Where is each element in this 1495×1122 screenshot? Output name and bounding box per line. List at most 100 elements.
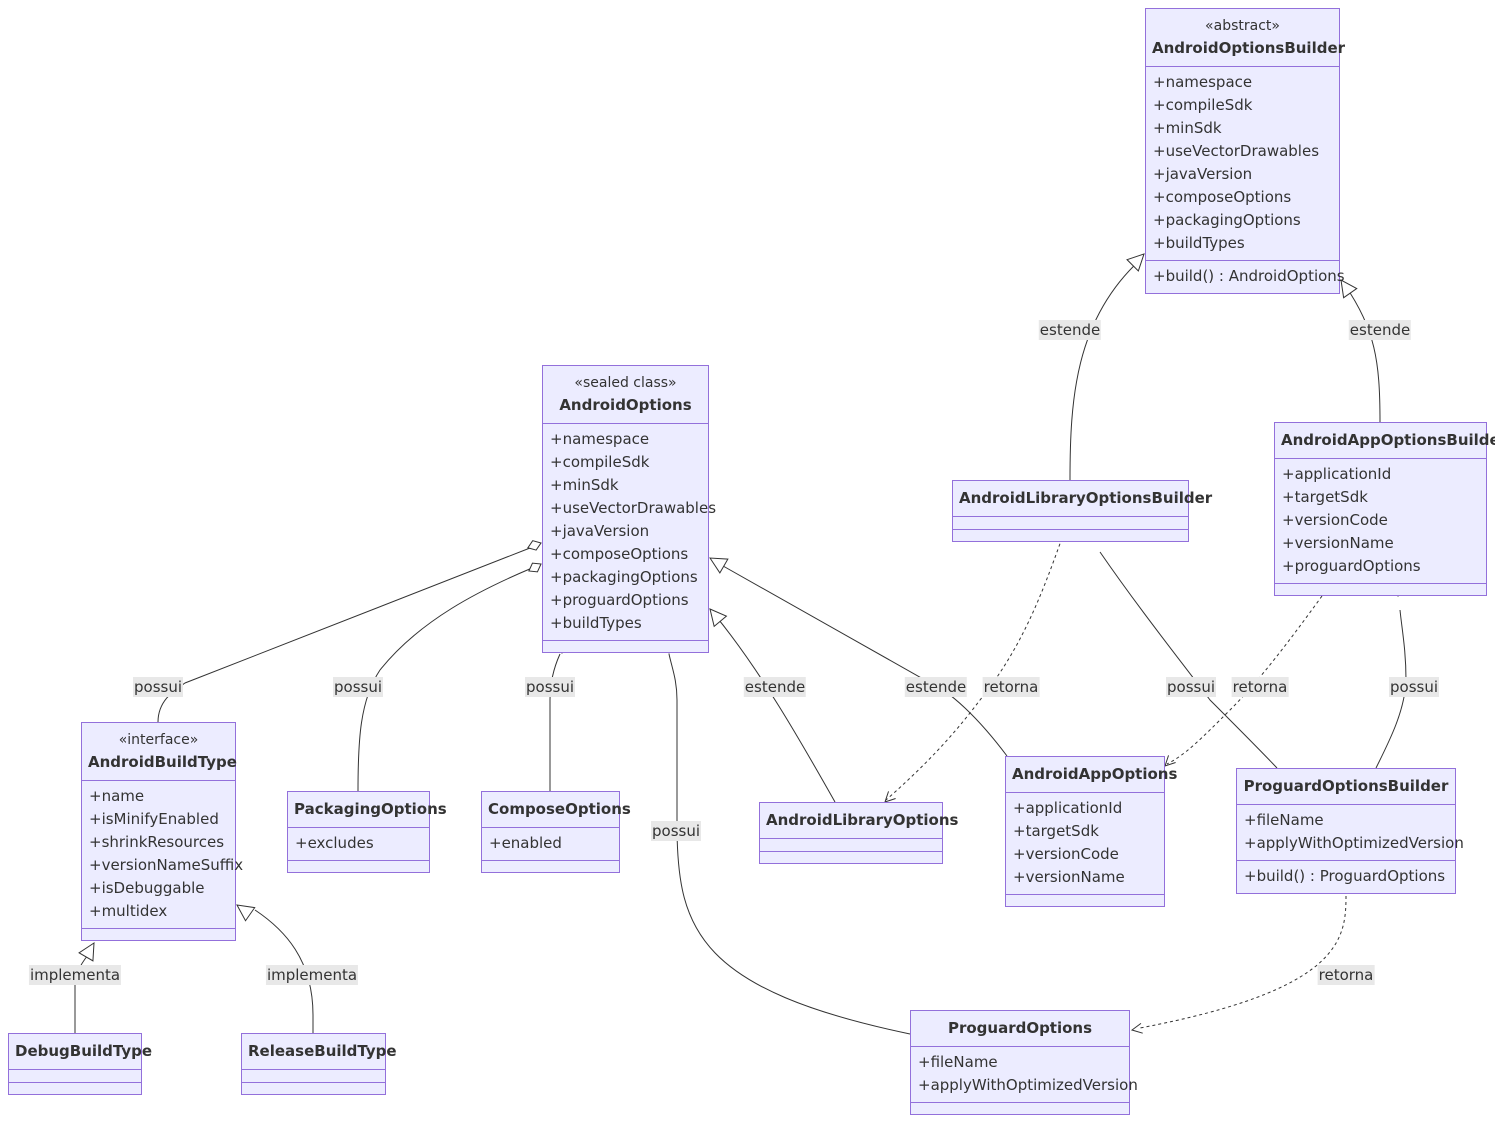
class-box-proguard-options[interactable]: ProguardOptions+fileName+applyWithOptimi… xyxy=(910,1010,1138,1115)
class-header: «abstract» AndroidOptionsBuilder xyxy=(1146,9,1346,67)
inheritance-arrowhead xyxy=(709,557,729,574)
class-header: «interface»AndroidBuildType xyxy=(82,723,237,781)
class-method: +build() : AndroidOptions xyxy=(1153,267,1345,285)
class-attributes-section: +namespace+compileSdk+minSdk+useVectorDr… xyxy=(1146,67,1339,260)
edge-label: implementa xyxy=(265,965,359,985)
class-attribute: +applicationId xyxy=(1013,799,1123,817)
class-methods-section xyxy=(82,928,235,940)
class-attributes-section: +applicationId+targetSdk+versionCode+ver… xyxy=(1006,793,1164,894)
edge-label: retorna xyxy=(1231,677,1289,697)
class-stereotype: «interface» xyxy=(118,732,199,748)
class-attribute: +javaVersion xyxy=(550,522,650,540)
class-box-proguard-options-builder[interactable]: ProguardOptionsBuilder+fileName+applyWit… xyxy=(1236,768,1464,894)
edge-aggregation xyxy=(357,567,533,792)
class-attributes-section xyxy=(242,1070,385,1082)
class-attribute: +buildTypes xyxy=(1153,234,1245,252)
class-attribute: +versionNameSuffix xyxy=(89,856,244,874)
class-attributes-section xyxy=(760,839,942,851)
class-attribute: +excludes xyxy=(295,834,374,852)
class-attribute: +compileSdk xyxy=(1153,96,1253,114)
class-header: PackagingOptions xyxy=(288,792,447,828)
class-attributes-section: +namespace+compileSdk+minSdk+useVectorDr… xyxy=(543,424,716,640)
class-attribute: +useVectorDrawables xyxy=(1153,142,1320,160)
class-attributes-section: +applicationId+targetSdk+versionCode+ver… xyxy=(1275,459,1486,583)
class-attribute: +fileName xyxy=(918,1053,998,1071)
edge-inheritance xyxy=(715,561,1008,757)
class-header: AndroidAppOptionsBuilder xyxy=(1275,423,1495,459)
class-attribute: +versionName xyxy=(1282,534,1394,552)
class-attributes-section: +fileName+applyWithOptimizedVersion xyxy=(1237,805,1464,860)
class-attribute: +shrinkResources xyxy=(89,833,225,851)
edge-label: possui xyxy=(332,677,384,697)
class-attribute: +applicationId xyxy=(1282,465,1392,483)
class-box-android-options-builder[interactable]: «abstract» AndroidOptionsBuilder +namespac… xyxy=(1145,8,1346,294)
class-attributes-section: +enabled xyxy=(482,828,619,860)
class-attribute: +composeOptions xyxy=(550,545,689,563)
class-attribute: +isDebuggable xyxy=(89,879,205,897)
class-attribute: +versionCode xyxy=(1013,845,1119,863)
edge-label: possui xyxy=(1165,677,1217,697)
edge-dependency xyxy=(1139,895,1347,1029)
class-name: ComposeOptions xyxy=(488,800,631,818)
class-attribute: +proguardOptions xyxy=(1282,557,1421,575)
class-name: DebugBuildType xyxy=(15,1042,153,1060)
edge-label: implementa xyxy=(28,965,122,985)
inheritance-arrowhead xyxy=(236,904,256,922)
edge-realization xyxy=(254,909,314,1033)
class-box-android-options[interactable]: «sealed class»AndroidOptions+namespace+c… xyxy=(542,365,716,653)
class-name: AndroidLibraryOptionsBuilder xyxy=(959,489,1213,507)
class-attribute: +isMinifyEnabled xyxy=(89,810,219,828)
class-box-debug-build-type[interactable]: DebugBuildType xyxy=(8,1033,153,1095)
edge-inheritance xyxy=(714,614,836,803)
edge-label: possui xyxy=(1388,677,1440,697)
edge-label: possui xyxy=(132,677,184,697)
class-stereotype: «abstract» xyxy=(1205,18,1280,34)
aggregation-diamond xyxy=(528,562,542,573)
class-box-android-build-type[interactable]: «interface»AndroidBuildType +name +isMinif… xyxy=(81,722,244,941)
edge-inheritance xyxy=(1069,259,1141,481)
class-box-android-app-options-builder[interactable]: AndroidAppOptionsBuilder +applicationId+t… xyxy=(1274,422,1495,596)
class-header: ProguardOptionsBuilder xyxy=(1237,769,1455,805)
class-box-android-library-options[interactable]: AndroidLibraryOptions xyxy=(759,802,958,864)
class-name: PackagingOptions xyxy=(294,800,447,818)
edge-label: estende xyxy=(743,677,807,697)
edge-label: possui xyxy=(650,821,702,841)
class-methods-section xyxy=(953,529,1188,541)
aggregation-diamond xyxy=(527,540,542,551)
class-attribute: +enabled xyxy=(489,834,562,852)
class-box-compose-options[interactable]: ComposeOptions +enabled xyxy=(481,791,631,873)
class-name: AndroidAppOptionsBuilder xyxy=(1281,431,1495,449)
edge-aggregation xyxy=(1099,551,1278,769)
class-box-android-library-options-builder[interactable]: AndroidLibraryOptionsBuilder xyxy=(952,480,1213,542)
class-attribute: +minSdk xyxy=(550,476,619,494)
class-name: AndroidOptionsBuilder xyxy=(1152,39,1346,57)
dependency-arrowhead xyxy=(1164,755,1176,767)
class-attributes-section: +excludes xyxy=(288,828,429,860)
edge-dependency xyxy=(885,537,1063,801)
class-box-android-app-options[interactable]: AndroidAppOptions +applicationId+targetSd… xyxy=(1005,756,1178,907)
class-methods-section xyxy=(1275,583,1486,595)
class-methods-section xyxy=(482,860,619,872)
class-stereotype: «sealed class» xyxy=(574,375,677,391)
class-header: AndroidLibraryOptionsBuilder xyxy=(953,481,1213,517)
inheritance-arrowhead xyxy=(1126,253,1145,272)
edge-aggregation xyxy=(549,653,561,791)
class-header: ProguardOptions xyxy=(911,1011,1129,1047)
class-methods-section: +build() : ProguardOptions xyxy=(1237,860,1455,893)
class-attribute: +composeOptions xyxy=(1153,188,1292,206)
class-methods-section xyxy=(242,1082,385,1094)
class-box-packaging-options[interactable]: PackagingOptions +excludes xyxy=(287,791,447,873)
class-methods-section xyxy=(288,860,429,872)
class-attribute: +buildTypes xyxy=(550,614,642,632)
class-header: ReleaseBuildType xyxy=(242,1034,397,1070)
class-box-release-build-type[interactable]: ReleaseBuildType xyxy=(241,1033,397,1095)
class-name: ProguardOptions xyxy=(947,1019,1093,1037)
edge-dependency xyxy=(1166,595,1323,765)
class-name: AndroidAppOptions xyxy=(1012,765,1178,783)
edge-label: retorna xyxy=(1317,965,1375,985)
class-attribute: +packagingOptions xyxy=(1153,211,1301,229)
class-attribute: +name xyxy=(89,787,145,805)
class-attribute: +applyWithOptimizedVersion xyxy=(1244,834,1464,852)
